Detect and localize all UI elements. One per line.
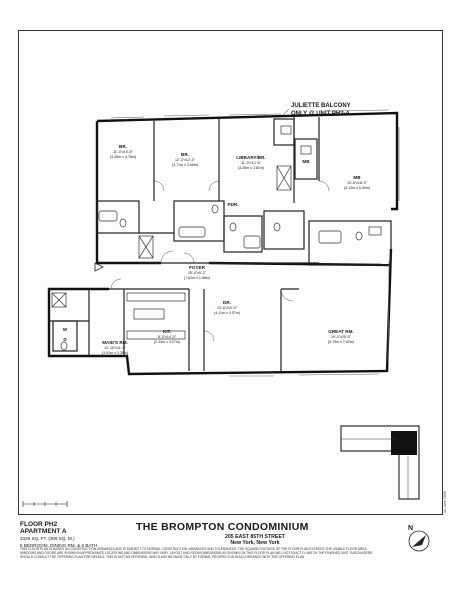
- room-great-name: GREAT RM.: [328, 329, 353, 334]
- room-dining-dim: 13'-6"x15'-0": [217, 306, 238, 310]
- door-swings: [110, 180, 330, 342]
- balcony-leader-line: [280, 108, 290, 118]
- floor-label: FLOOR PH2: [20, 521, 58, 528]
- scale-bar: [22, 501, 68, 507]
- building-address: 205 EAST 85TH STREET New York, New York: [200, 534, 310, 546]
- key-plan: [340, 425, 420, 500]
- room-maids-dim-metric: (3.91m x 3.35m): [102, 351, 128, 355]
- street-address: 205 EAST 85TH STREET: [225, 534, 285, 540]
- room-br-mid-dim-metric: (3.71m x 3.66m): [172, 163, 198, 167]
- room-br-left-dim-metric: (3.35m x 4.78m): [110, 155, 136, 159]
- room-kitchen-dim-metric: (2.44m x 4.27m): [154, 340, 180, 344]
- revision-date: 12 June 2008: [443, 491, 447, 513]
- unit-info: FLOOR PH2 APARTMENT A 3326 SQ. FT. (309 …: [20, 521, 97, 549]
- north-label: N: [408, 525, 413, 532]
- building-name: THE BROMPTON CONDOMINIUM: [136, 521, 309, 533]
- room-dining-name: DR.: [223, 300, 231, 305]
- room-dining-dim-metric: (4.11m x 4.57m): [214, 311, 240, 315]
- floor-plan-drawing: JULIETTE BALCONY ONLY @ UNIT PH2-A BR. 1…: [22, 103, 420, 507]
- room-mb-dim-metric: (4.12m x 5.49m): [344, 186, 370, 190]
- room-foyer-dim-metric: (7.62m x 1.58m): [184, 276, 210, 280]
- room-great-dim-metric: (5.79m x 7.62m): [328, 340, 354, 344]
- room-br-mid-name: BR.: [181, 152, 189, 157]
- room-br-mid-dim: 12'-2"x12'-0": [175, 158, 196, 162]
- plan-frame: JULIETTE BALCONY ONLY @ UNIT PH2-A BR. 1…: [18, 30, 447, 515]
- room-br-left-name: BR.: [119, 144, 127, 149]
- room-library-name: LIBRARY/BR.: [236, 155, 265, 160]
- balcony-callout-line1: JULIETTE BALCONY: [291, 103, 351, 109]
- area-label: 3326 SQ. FT. (309 SQ. M.): [20, 536, 75, 541]
- apartment-label: APARTMENT A: [20, 528, 67, 535]
- room-foyer-dim: 25'-0"x5'-2": [188, 271, 207, 275]
- dryer-label: D: [63, 337, 67, 342]
- room-library-dim-metric: (3.35m x 3.81m): [238, 166, 264, 170]
- room-mb-bath-name: MB: [302, 159, 310, 164]
- north-arrow-icon: N: [408, 525, 430, 552]
- legal-disclaimer: THIS FLOOR PLAN IS BASED ON CONSTRUCTION…: [20, 547, 373, 559]
- room-foyer-name: FOYER: [189, 265, 206, 270]
- title-block: FLOOR PH2 APARTMENT A 3326 SQ. FT. (309 …: [18, 517, 443, 577]
- entry-marker: [94, 262, 104, 272]
- room-br-left-dim: 11'-0"x15'-8": [113, 150, 134, 154]
- balcony-callout-line2: ONLY @ UNIT PH2-A: [291, 111, 351, 117]
- rooms-summary: 5 BEDROOM, DINING RM. & 6 BATH: [20, 543, 98, 548]
- fixtures: [51, 125, 382, 351]
- room-library-dim: 11'-0"x12'-6": [241, 161, 262, 165]
- room-kitchen-dim: 8'-0"x14'-0": [158, 335, 177, 339]
- windows: [110, 109, 400, 377]
- interior-walls: [49, 117, 392, 371]
- room-great-dim: 19'-0"x25'-0": [331, 335, 352, 339]
- washer-label: W: [63, 327, 68, 332]
- room-mb-name: MB: [353, 175, 361, 180]
- room-mb-dim: 13'-6"x18'-0": [347, 181, 368, 185]
- city: New York, New York: [230, 540, 280, 546]
- room-pdr-name: PDR.: [228, 202, 239, 207]
- room-kitchen-name: KIT.: [163, 329, 171, 334]
- room-maids-dim: 12'-10"x11'-0": [104, 346, 127, 350]
- room-labels: BR. 11'-0"x15'-8" (3.35m x 4.78m) BR. 12…: [63, 144, 370, 355]
- room-maids-name: MAID'S RM.: [102, 340, 128, 345]
